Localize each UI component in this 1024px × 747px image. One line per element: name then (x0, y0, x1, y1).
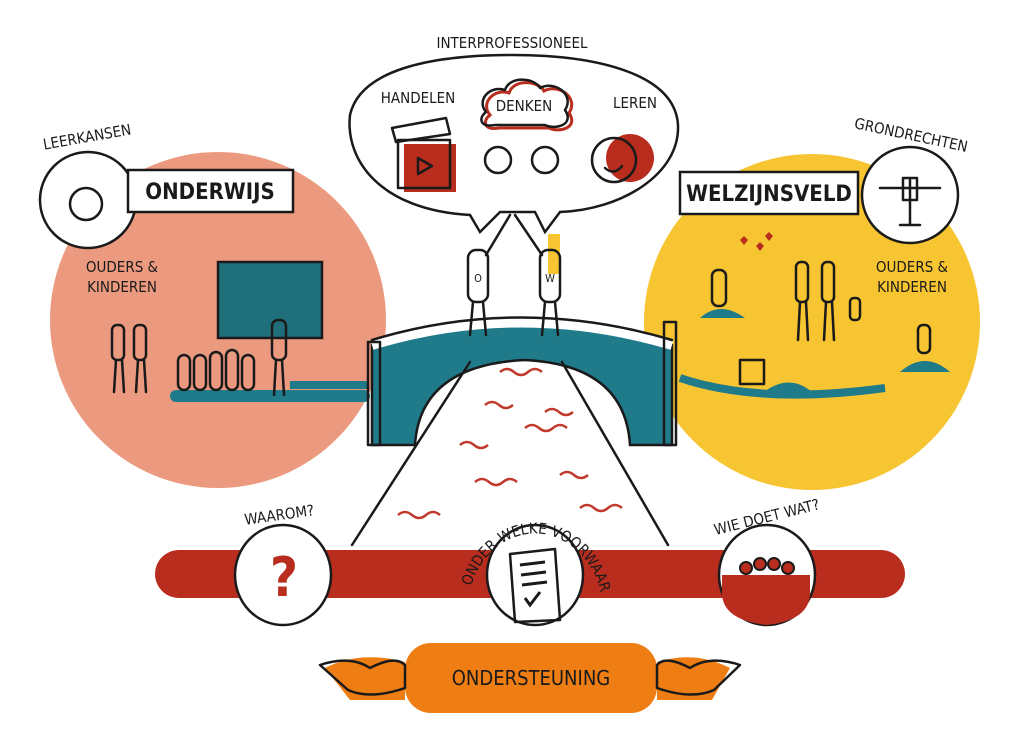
right-hand-icon (655, 659, 742, 696)
checklist-document-icon (508, 547, 562, 624)
title-interprofessioneel: INTERPROFESSIONEEL (436, 34, 588, 52)
social-worker-figure: W (513, 213, 562, 337)
thought-cloud-icon: DENKEN (480, 78, 573, 175)
welzijnsveld-box (678, 170, 860, 216)
face-icon (483, 145, 513, 175)
welzijnsveld-label: WELZIJNSVELD (686, 182, 852, 207)
denken-label: DENKEN (496, 97, 552, 115)
group-label-line2: KINDEREN (87, 278, 157, 296)
question-glyph: ? (270, 546, 298, 609)
bridge (366, 316, 678, 447)
clapperboard-icon (390, 116, 456, 192)
classroom-people-icon (110, 318, 370, 402)
group-label-line1: OUDERS & (876, 258, 949, 276)
leerkansen-icon (38, 150, 138, 250)
figure-letter: W (545, 272, 555, 285)
blackboard-icon (216, 260, 324, 340)
face-icon (530, 145, 560, 175)
ondersteuning-label: ONDERSTEUNING (452, 666, 610, 690)
left-hand-icon (318, 659, 407, 696)
group-label-line2: KINDEREN (877, 278, 947, 296)
river-banks (350, 360, 670, 547)
onderwijs-box (126, 168, 295, 214)
waarom-item: WAAROM? ? (233, 501, 333, 627)
leren-label: LEREN (613, 94, 657, 112)
wie-doet-wat-item: WIE DOET WAT? (712, 495, 821, 627)
group-label-line1: OUDERS & (86, 258, 159, 276)
question-mark-icon (233, 523, 333, 627)
figure-letter: O (474, 272, 482, 285)
group-of-people-icon (721, 575, 811, 625)
onderwijs-label: ONDERWIJS (145, 180, 274, 205)
handelen-label: HANDELEN (381, 89, 456, 107)
support-section: ONDERSTEUNING (318, 643, 742, 713)
river-waves (397, 367, 623, 520)
leerkansen-label: LEERKANSEN (42, 120, 133, 153)
right-river-bank (678, 374, 886, 399)
welfare-people-icon (700, 232, 950, 395)
educator-figure: O (466, 213, 512, 337)
speech-bubble: HANDELEN DENKEN LEREN (348, 53, 680, 235)
learning-face-icon (590, 134, 654, 184)
ondersteuning-pill (405, 643, 657, 713)
